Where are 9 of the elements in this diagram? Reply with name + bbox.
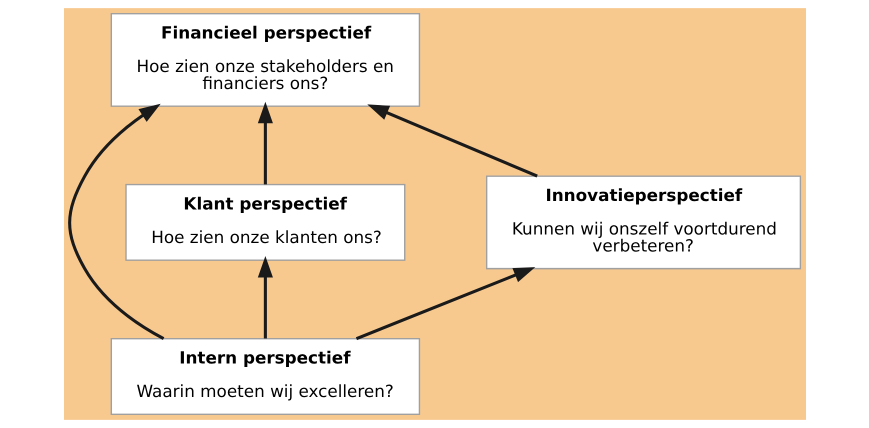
node-box: Intern perspectief Waarin moeten wij excelleren? <box>110 338 420 415</box>
node-box: Klant perspectief Hoe zien onze klanten ons? <box>124 184 405 261</box>
arrow <box>68 104 164 340</box>
arrow <box>355 267 535 340</box>
node-box: Innovatieperspectief Kunnen wij onszelf voortdurend verbeteren? <box>485 175 801 270</box>
node-box: Financieel perspectief Hoe zien onze stakeholders en financiers ons? <box>110 13 420 107</box>
arrow <box>366 104 538 178</box>
arrow <box>257 102 272 184</box>
arrow <box>257 256 272 338</box>
